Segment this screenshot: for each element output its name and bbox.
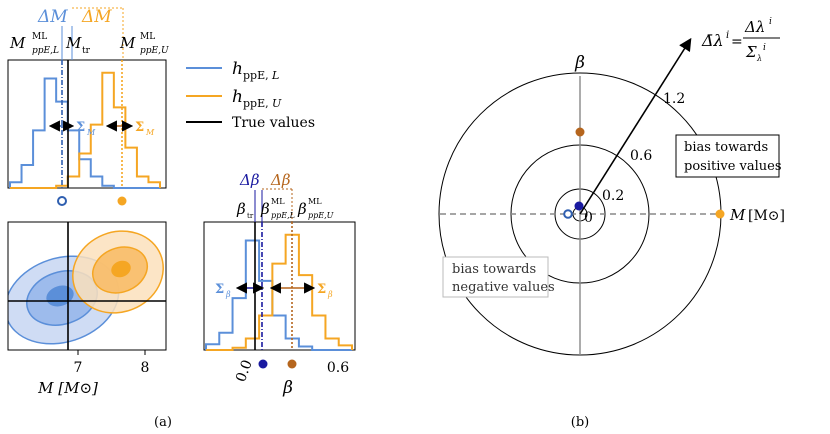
panel-a-caption: (a) — [154, 415, 172, 430]
sigma-beta-blue-sub: β — [225, 290, 231, 299]
sigma-mass-orange: Σ — [135, 120, 144, 135]
svg-text:negative values: negative values — [452, 280, 555, 295]
radius-arrow — [579, 37, 692, 215]
true-beta-label: β — [236, 200, 246, 218]
beta-histogram — [205, 222, 353, 351]
beta-axis-label: β — [574, 53, 585, 73]
mass-axis-label: M — [729, 206, 746, 224]
ml-lower-mass-sub: ppE,L — [32, 46, 59, 56]
beta-upper-marker — [287, 359, 297, 369]
legend-true-values: True values — [232, 115, 315, 131]
ml-lower-beta-label: β — [260, 200, 270, 218]
beta-histogram-frame — [203, 221, 356, 351]
formula-num: Δλ — [744, 18, 765, 36]
legend-h-upper: h — [232, 87, 243, 107]
delta-beta-orange-label: Δβ — [270, 171, 291, 189]
true-beta-sub: tr — [247, 212, 254, 220]
sigma-mass-orange-sub: M — [145, 128, 155, 137]
true-mass-sub: tr — [82, 46, 91, 56]
delta-beta-blue-label: Δβ — [239, 171, 260, 189]
contour-xlabel: M [M⊙] — [37, 379, 98, 397]
ml-lower-mass-sup: ML — [32, 32, 47, 42]
ml-upper-mass-sub: ppE,U — [140, 46, 169, 56]
ml-upper-mass-sup: ML — [140, 32, 155, 42]
histogram-h_U — [10, 71, 161, 189]
beta-xlabel: β — [282, 378, 293, 398]
mass-histogram-frame — [7, 59, 167, 189]
legend-h-lower: h — [232, 59, 243, 79]
beta-xtick-0: 0.0 — [233, 358, 256, 384]
beta-xtick-06: 0.6 — [327, 360, 349, 376]
delta-mass-orange-label: ΔM — [81, 7, 112, 27]
formula-lhs-sup: i — [726, 30, 729, 41]
panel-b: 0 0.2 0.6 1.2 β M [M⊙] Δ̄λ i = Δλ i Σ λ … — [438, 17, 785, 430]
legend-h-upper-subi: U — [272, 97, 282, 110]
panel-a: ΔM ΔM M ML ppE,L M tr M ML ppE,U Σ M Σ M — [7, 7, 356, 430]
ml-upper-mass-label: M — [119, 34, 136, 52]
note-negative: bias towards negative values — [442, 256, 555, 298]
ml-lower-beta-sub: ppE,L — [271, 211, 295, 220]
formula-num-sup: i — [769, 17, 772, 27]
point-mass-upper — [715, 209, 725, 219]
sigma-beta-orange: Σ — [317, 282, 326, 297]
mass-lower-marker — [57, 196, 67, 206]
mass-axis-unit: [M⊙] — [748, 208, 785, 224]
formula-lhs: Δ̄λ — [701, 31, 724, 50]
bias-formula: Δ̄λ i = Δλ i Σ λ i — [701, 17, 780, 63]
contour-xtick-7: 7 — [74, 360, 83, 376]
sigma-beta-blue: Σ — [215, 282, 224, 297]
formula-den: Σ — [745, 43, 757, 61]
ml-upper-beta-sup: ML — [308, 197, 322, 206]
contour-xtick-8: 8 — [141, 360, 150, 376]
ring-label-0-2: 0.2 — [602, 188, 624, 204]
legend-h-lower-subi: L — [271, 69, 279, 82]
ml-upper-beta-sub: ppE,U — [308, 211, 334, 220]
delta-mass-blue-label: ΔM — [37, 7, 68, 27]
ml-lower-beta-sup: ML — [271, 197, 285, 206]
contour-plot: 7 8 M [M⊙] — [7, 221, 167, 397]
beta-lower-marker — [258, 359, 268, 369]
formula-den-sub: λ — [756, 54, 762, 63]
legend: h ppE, L h ppE, U True values — [186, 59, 315, 131]
ring-label-0-6: 0.6 — [630, 148, 652, 164]
point-beta-lower — [574, 201, 584, 211]
legend-h-lower-sub: ppE, — [243, 69, 269, 82]
histogram-h_U — [206, 233, 353, 351]
panel-b-caption: (b) — [571, 415, 589, 430]
sigma-beta-orange-sub: β — [327, 290, 333, 299]
note-positive: bias towards positive values — [675, 134, 782, 178]
formula-den-sup: i — [763, 43, 766, 53]
sigma-mass-blue-sub: M — [86, 128, 96, 137]
ml-lower-mass-label: M — [9, 34, 26, 52]
svg-text:=: = — [731, 34, 743, 50]
true-mass-label: M — [65, 34, 82, 52]
sigma-mass-blue: Σ — [76, 120, 85, 135]
beta-histogram-panel: Δβ Δβ β tr β ML ppE,L β ML ppE,U Σ β Σ β — [203, 171, 356, 398]
point-beta-upper — [575, 127, 585, 137]
mass-annotations: ΔM ΔM M ML ppE,L M tr M ML ppE,U Σ M Σ M — [9, 7, 169, 137]
ring-label-1-2: 1.2 — [663, 91, 685, 107]
legend-h-upper-sub: ppE, — [243, 97, 269, 110]
contour-frame — [7, 221, 167, 351]
svg-text:positive values: positive values — [684, 159, 782, 174]
ml-upper-beta-label: β — [297, 200, 307, 218]
point-mass-lower — [563, 209, 573, 219]
svg-text:bias towards: bias towards — [452, 262, 536, 277]
mass-upper-marker — [117, 196, 127, 206]
ring-label-0: 0 — [584, 210, 593, 226]
svg-text:bias towards: bias towards — [684, 140, 768, 155]
